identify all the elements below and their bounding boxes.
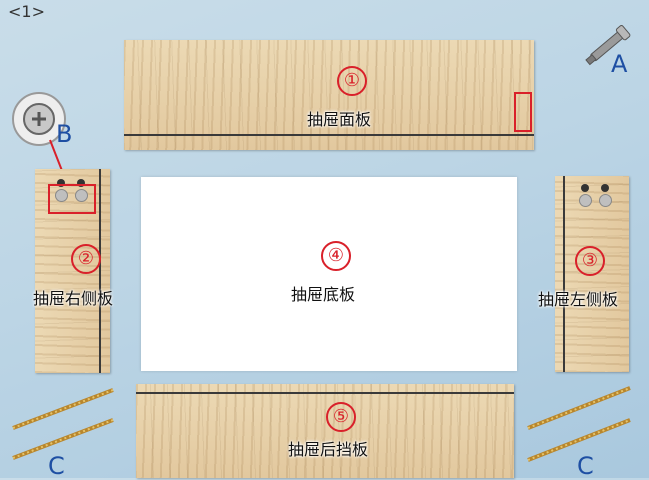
left-panel-cam [599, 194, 612, 207]
right-panel-hole [57, 179, 65, 187]
right-panel-cam [55, 189, 68, 202]
drawer-bottom-panel: ④ 抽屉底板 [141, 177, 517, 371]
bottom-panel-label: 抽屉底板 [291, 285, 356, 304]
right-panel-groove [99, 169, 101, 373]
right-panel-callout-box [48, 184, 96, 214]
screw-icon [12, 388, 114, 460]
step-label: <1> [8, 2, 45, 21]
front-panel-number: ① [337, 66, 367, 96]
part-a-label: A [611, 50, 628, 78]
left-panel-number: ③ [575, 246, 605, 276]
left-panel-hole [581, 184, 589, 192]
drawer-right-side-panel: ② 抽屉右侧板 [33, 169, 114, 373]
screw-icon [527, 386, 631, 462]
right-panel-cam [75, 189, 88, 202]
back-panel-number: ⑤ [326, 402, 356, 432]
front-panel-groove [124, 134, 534, 136]
left-panel-hole [601, 184, 609, 192]
part-b-label: B [56, 120, 73, 148]
left-panel-cam [579, 194, 592, 207]
drawer-back-panel: ⑤ 抽屉后挡板 [136, 384, 514, 478]
back-panel-groove [136, 392, 514, 394]
front-panel-callout-box [514, 92, 532, 132]
cam-lock-badge [12, 92, 66, 146]
cam-bolt-icon [585, 25, 631, 66]
right-panel-number: ② [71, 244, 101, 274]
right-panel-label: 抽屉右侧板 [33, 289, 114, 308]
part-c-right-label: C [577, 452, 594, 480]
drawer-front-panel: ① 抽屉面板 [124, 40, 534, 150]
part-c-left-label: C [48, 452, 65, 480]
bottom-panel-number: ④ [321, 241, 351, 271]
back-panel-label: 抽屉后挡板 [288, 440, 369, 459]
left-panel-label: 抽屉左侧板 [538, 290, 619, 309]
left-panel-groove [563, 176, 565, 372]
drawer-left-side-panel: ③ 抽屉左侧板 [538, 176, 629, 372]
front-panel-label: 抽屉面板 [307, 110, 372, 129]
cam-lock-icon [23, 103, 55, 135]
right-panel-hole [77, 179, 85, 187]
